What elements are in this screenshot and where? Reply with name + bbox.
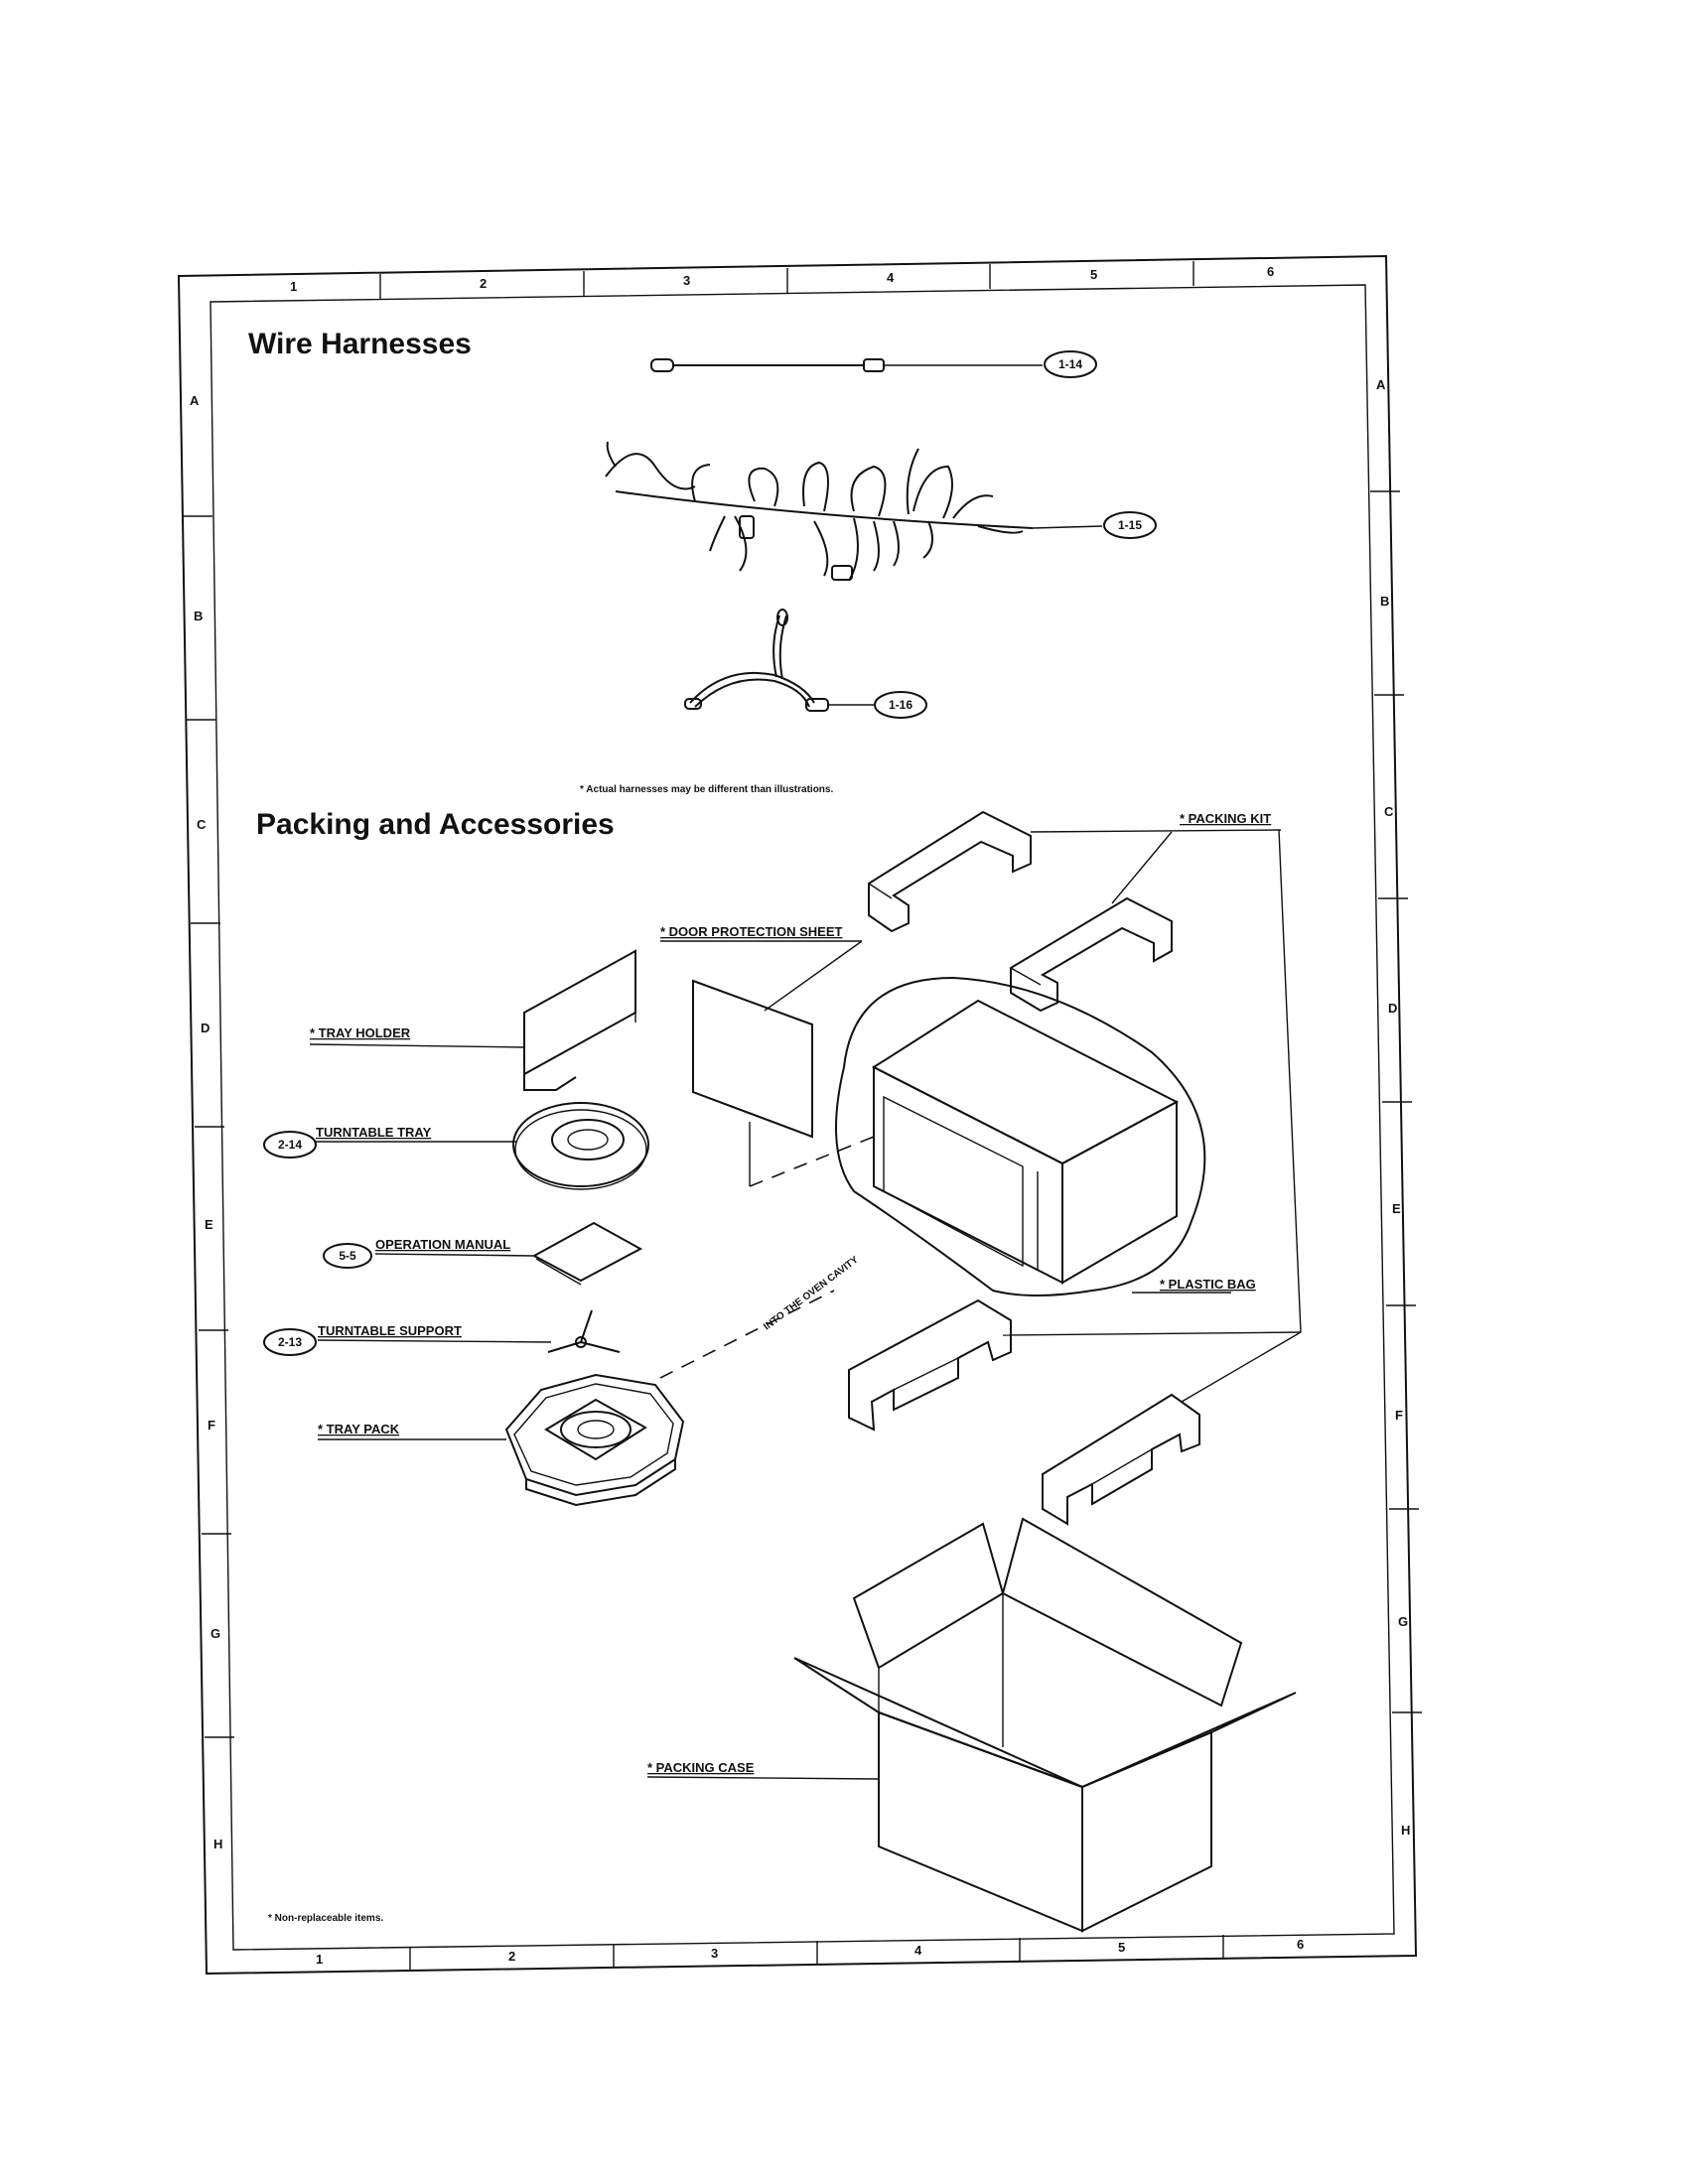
packing-kit-top-foam-left-icon — [868, 810, 1032, 933]
turntable-tray-icon — [512, 1102, 649, 1190]
turntable-support-icon — [547, 1309, 621, 1353]
col-label-bottom-2: 2 — [508, 1949, 515, 1964]
main-harness-icon — [605, 441, 1103, 582]
row-label-left-b: B — [194, 609, 203, 623]
turntable-tray-label: TURNTABLE TRAY — [316, 1125, 432, 1140]
door-protection-sheet-label: * DOOR PROTECTION SHEET — [660, 924, 843, 939]
tray-pack-icon — [504, 1373, 685, 1507]
packing-kit-bottom-foam-left-icon — [848, 1298, 1012, 1432]
packing-case-icon — [793, 1517, 1297, 1933]
row-label-right-e: E — [1392, 1201, 1401, 1216]
col-label-bottom-1: 1 — [316, 1952, 323, 1967]
microwave-oven-icon — [871, 999, 1180, 1285]
operation-manual-label: OPERATION MANUAL — [375, 1237, 510, 1252]
row-label-right-c: C — [1384, 804, 1394, 819]
operation-manual-icon — [531, 1221, 643, 1286]
row-label-left-h: H — [213, 1837, 222, 1851]
row-label-right-g: G — [1398, 1614, 1408, 1629]
turntable-support-label: TURNTABLE SUPPORT — [318, 1323, 462, 1338]
row-label-left-g: G — [210, 1626, 220, 1641]
col-label-top-5: 5 — [1090, 267, 1097, 282]
border-frame — [177, 254, 1422, 1976]
plastic-bag-label: * PLASTIC BAG — [1160, 1277, 1256, 1292]
col-label-top-1: 1 — [290, 279, 297, 294]
packing-kit-top-foam-right-icon — [1010, 896, 1173, 1013]
wire-harnesses-title: Wire Harnesses — [248, 328, 472, 360]
row-label-right-f: F — [1395, 1408, 1403, 1423]
part-ref-2-14-text: 2-14 — [278, 1138, 302, 1152]
short-harness-icon — [650, 358, 1043, 372]
non-replaceable-footnote: * Non-replaceable items. — [268, 1913, 383, 1924]
plastic-bag-icon — [835, 976, 1206, 1297]
part-ref-1-16: 1-16 — [874, 691, 927, 719]
tray-holder-icon — [523, 949, 636, 1091]
row-label-right-h: H — [1401, 1823, 1410, 1838]
part-ref-1-16-text: 1-16 — [889, 698, 912, 712]
grid-labels: 1 2 3 4 5 6 1 2 3 4 5 6 A B C D E F G H … — [190, 264, 1410, 1967]
row-label-right-a: A — [1376, 377, 1386, 392]
part-ref-1-15-text: 1-15 — [1118, 518, 1142, 532]
packing-kit-label: * PACKING KIT — [1180, 811, 1271, 826]
row-label-left-e: E — [205, 1217, 213, 1232]
into-the-oven-cavity-label: INTO THE OVEN CAVITY — [762, 1254, 861, 1332]
packing-kit-bottom-foam-right-icon — [1042, 1393, 1200, 1526]
tray-pack-label: * TRAY PACK — [318, 1422, 400, 1436]
row-label-right-b: B — [1380, 594, 1389, 609]
part-ref-5-5: 5-5 — [323, 1243, 372, 1269]
part-ref-2-14: 2-14 — [263, 1131, 317, 1159]
part-ref-5-5-text: 5-5 — [339, 1249, 356, 1263]
packing-accessories-title: Packing and Accessories — [256, 808, 615, 841]
tray-holder-label: * TRAY HOLDER — [310, 1025, 411, 1040]
harness-disclaimer-note: * Actual harnesses may be different than… — [580, 784, 833, 795]
row-label-left-d: D — [201, 1021, 210, 1035]
col-label-top-4: 4 — [887, 270, 895, 285]
col-label-bottom-3: 3 — [711, 1946, 718, 1961]
col-label-top-6: 6 — [1267, 264, 1274, 279]
col-label-top-3: 3 — [683, 273, 690, 288]
col-label-bottom-4: 4 — [914, 1943, 922, 1958]
part-ref-2-13: 2-13 — [263, 1328, 317, 1356]
part-ref-1-14: 1-14 — [1044, 350, 1097, 378]
packing-case-label: * PACKING CASE — [647, 1760, 755, 1775]
part-ref-1-15: 1-15 — [1103, 511, 1157, 539]
row-label-left-a: A — [190, 393, 200, 408]
col-label-top-2: 2 — [480, 276, 487, 291]
y-harness-icon — [684, 609, 874, 712]
col-label-bottom-6: 6 — [1297, 1937, 1304, 1952]
row-label-left-f: F — [208, 1418, 215, 1433]
row-label-right-d: D — [1388, 1001, 1397, 1016]
row-label-left-c: C — [197, 817, 207, 832]
part-ref-2-13-text: 2-13 — [278, 1335, 302, 1349]
part-ref-1-14-text: 1-14 — [1058, 357, 1082, 371]
col-label-bottom-5: 5 — [1118, 1940, 1125, 1955]
door-protection-sheet-icon — [692, 979, 813, 1139]
